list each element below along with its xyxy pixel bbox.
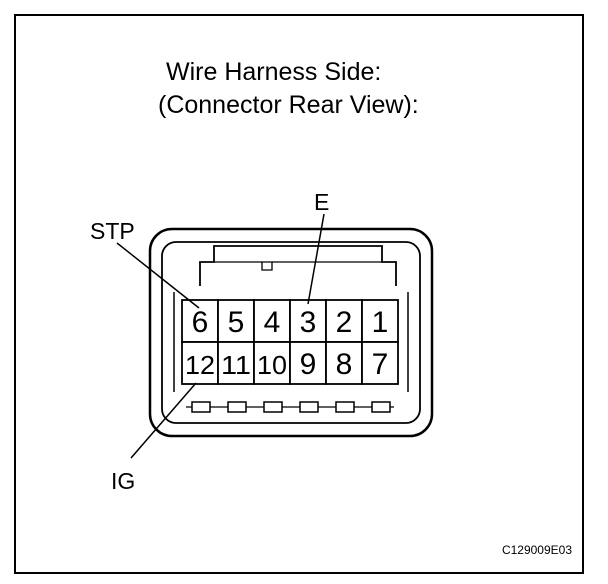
terminal-tab (335, 401, 355, 413)
pin-number: 9 (300, 348, 317, 381)
pin-number: 2 (336, 306, 353, 339)
pin-cavity (217, 341, 255, 385)
callout-label-e: E (314, 189, 329, 215)
pin-number: 3 (300, 306, 317, 339)
terminal-tab (227, 401, 247, 413)
callout-label-ig: IG (111, 468, 135, 494)
terminal-tab (191, 401, 211, 413)
pin-number: 4 (264, 306, 281, 339)
pin-number: 6 (192, 306, 209, 339)
callout-line-ig (130, 382, 197, 459)
pin-number: 12 (185, 350, 215, 380)
connector-housing-outer (148, 227, 434, 438)
terminal-tab (371, 401, 391, 413)
figure-frame (14, 14, 584, 574)
pin-number: 11 (221, 350, 251, 380)
terminal-tab (263, 401, 283, 413)
pin-number: 10 (257, 350, 287, 380)
terminal-tab (299, 401, 319, 413)
callout-line-e (307, 213, 325, 305)
title-line-2: (Connector Rear View): (158, 91, 419, 119)
pin-cavity (325, 341, 363, 385)
figure-code: C129009E03 (501, 543, 572, 557)
connector-housing-inner (161, 241, 421, 424)
pin-number: 1 (372, 306, 389, 339)
pin-cavity (361, 341, 399, 385)
title-line-1: Wire Harness Side: (166, 58, 382, 86)
connector-side-ribs (173, 292, 409, 392)
pin-number: 8 (336, 348, 353, 381)
pin-cavity (361, 299, 399, 343)
connector-lock-tab (199, 245, 397, 286)
callout-line-stp (116, 242, 200, 309)
pin-number: 5 (228, 306, 245, 339)
connector-key-notch (261, 261, 273, 271)
pin-number: 7 (372, 348, 389, 381)
callout-label-stp: STP (90, 218, 135, 244)
terminal-tabs (186, 401, 394, 413)
